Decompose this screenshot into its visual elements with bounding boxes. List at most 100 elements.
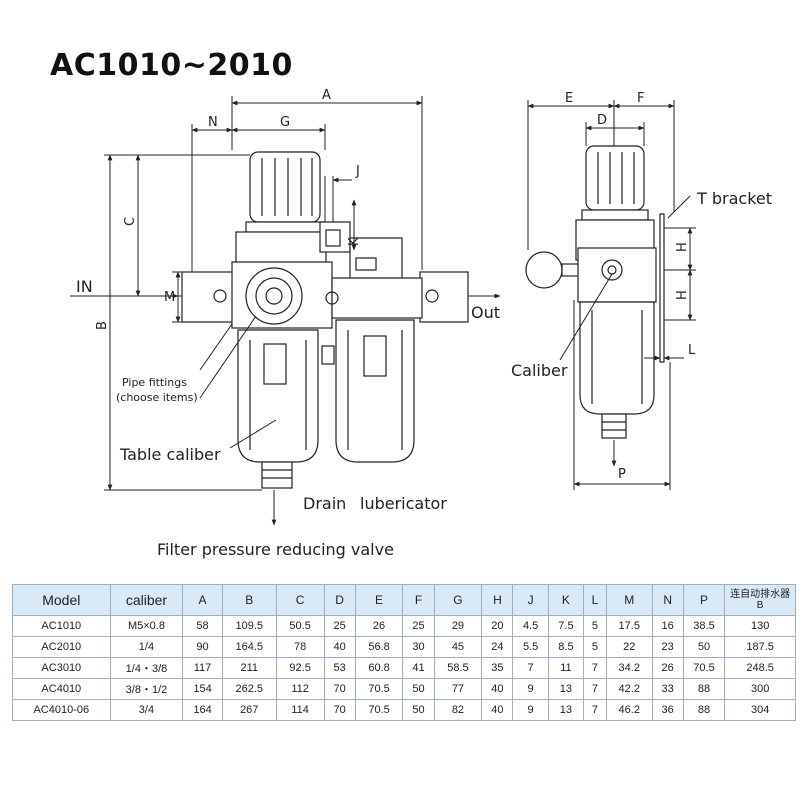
- table-cell: M5×0.8: [109, 615, 184, 637]
- column-header: A: [182, 584, 223, 616]
- column-header: J: [512, 584, 549, 616]
- table-cell: 38.5: [682, 615, 726, 637]
- pipe-fittings-label: Pipe fittings: [122, 376, 187, 389]
- dim-j: J: [355, 164, 360, 179]
- column-header: E: [354, 584, 404, 616]
- table-cell: 304: [724, 699, 796, 721]
- table-cell: 20: [481, 615, 514, 637]
- table-cell: 26: [651, 657, 684, 679]
- table-cell: 50: [402, 699, 435, 721]
- frl-side-view: [525, 145, 665, 439]
- column-header: N: [651, 584, 684, 616]
- table-cell: AC4010-06: [12, 699, 111, 721]
- dim-p: P: [618, 467, 626, 482]
- dim-d: D: [597, 113, 607, 128]
- table-cell: 33: [651, 678, 684, 700]
- dim-e: E: [565, 91, 573, 106]
- table-cell: 92.5: [275, 657, 325, 679]
- table-cell: 30: [402, 636, 435, 658]
- pipe-fittings-note: (choose items): [116, 391, 198, 404]
- column-header: D: [323, 584, 356, 616]
- table-cell: 11: [547, 657, 585, 679]
- auto-drain-sub: B: [756, 600, 764, 611]
- t-bracket-label: T bracket: [696, 189, 772, 208]
- table-cell: AC2010: [12, 636, 111, 658]
- table-cell: 300: [724, 678, 796, 700]
- side-dimensions: [527, 100, 696, 490]
- dim-g: G: [280, 115, 290, 130]
- table-cell: 22: [605, 636, 653, 658]
- table-cell: 60.8: [354, 657, 404, 679]
- dim-a: A: [322, 88, 331, 103]
- table-cell: 42.2: [605, 678, 653, 700]
- table-cell: 164: [182, 699, 223, 721]
- dim-k: K: [347, 237, 362, 246]
- column-header: L: [583, 584, 607, 616]
- outlet-label: Out: [471, 303, 500, 322]
- table-cell: 70.5: [354, 699, 404, 721]
- table-cell: 23: [651, 636, 684, 658]
- frl-dimensions: [70, 96, 501, 526]
- table-cell: 164.5: [221, 636, 277, 658]
- table-cell: 8.5: [547, 636, 585, 658]
- frl-front-view: [181, 151, 469, 489]
- caliber-label: Caliber: [511, 361, 568, 380]
- table-cell: 50: [682, 636, 726, 658]
- table-cell: 46.2: [605, 699, 653, 721]
- table-cell: AC4010: [12, 678, 111, 700]
- table-cell: 3/8・1/2: [109, 678, 184, 700]
- table-cell: 130: [724, 615, 796, 637]
- table-cell: 40: [323, 636, 356, 658]
- column-header: K: [547, 584, 585, 616]
- table-cell: 41: [402, 657, 435, 679]
- table-cell: 78: [275, 636, 325, 658]
- dim-f: F: [637, 91, 644, 106]
- table-cell: 4.5: [512, 615, 549, 637]
- diagram-caption: Filter pressure reducing valve: [157, 540, 394, 559]
- dim-l: L: [688, 343, 696, 358]
- column-header: G: [433, 584, 483, 616]
- table-cell: 25: [323, 615, 356, 637]
- table-cell: AC3010: [12, 657, 111, 679]
- table-cell: 70.5: [354, 678, 404, 700]
- table-cell: 117: [182, 657, 223, 679]
- table-cell: 34.2: [605, 657, 653, 679]
- table-cell: 70: [323, 678, 356, 700]
- table-cell: 187.5: [724, 636, 796, 658]
- column-header: C: [275, 584, 325, 616]
- column-header: Model: [12, 584, 111, 616]
- table-cell: 24: [481, 636, 514, 658]
- table-cell: 7: [583, 657, 607, 679]
- table-cell: 70: [323, 699, 356, 721]
- table-cell: 9: [512, 699, 549, 721]
- column-header: caliber: [109, 584, 184, 616]
- table-cell: 45: [433, 636, 483, 658]
- lubricator-label: lubericator: [360, 494, 447, 513]
- table-cell: 109.5: [221, 615, 277, 637]
- table-cell: 267: [221, 699, 277, 721]
- table-cell: 82: [433, 699, 483, 721]
- table-cell: 248.5: [724, 657, 796, 679]
- table-cell: 29: [433, 615, 483, 637]
- drain-label: Drain: [303, 494, 346, 513]
- table-cell: 5: [583, 636, 607, 658]
- dim-b: B: [95, 321, 110, 330]
- table-cell: 7: [583, 699, 607, 721]
- table-cell: 35: [481, 657, 514, 679]
- table-cell: 1/4: [109, 636, 184, 658]
- table-cell: 5.5: [512, 636, 549, 658]
- table-cell: 112: [275, 678, 325, 700]
- table-cell: 36: [651, 699, 684, 721]
- table-cell: 77: [433, 678, 483, 700]
- dim-h-bottom: H: [675, 290, 690, 300]
- table-cell: 25: [402, 615, 435, 637]
- table-cell: 50.5: [275, 615, 325, 637]
- table-cell: 40: [481, 678, 514, 700]
- table-cell: 88: [682, 678, 726, 700]
- table-cell: 3/4: [109, 699, 184, 721]
